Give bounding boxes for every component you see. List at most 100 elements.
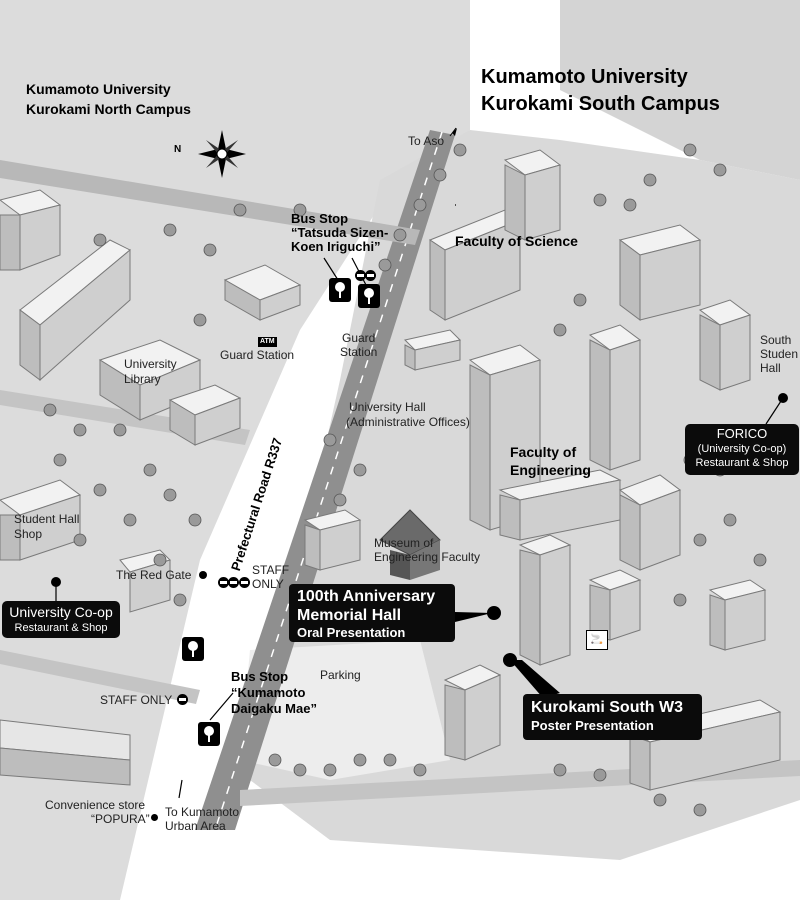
- tree-icon: [353, 463, 367, 477]
- tree-icon: [53, 453, 67, 467]
- tree-icon: [683, 143, 697, 157]
- barrier-icon: [228, 577, 239, 588]
- tree-icon: [93, 233, 107, 247]
- tree-icon: [43, 403, 57, 417]
- to-aso-label: To Aso: [408, 134, 445, 148]
- tree-icon: [173, 593, 187, 607]
- tree-icon: [163, 488, 177, 502]
- staff-only-west-label: STAFF ONLY: [100, 693, 173, 707]
- tree-icon: [553, 323, 567, 337]
- road-r337: [195, 130, 455, 830]
- bus-stop-sign-icon[interactable]: [182, 637, 204, 661]
- parking-label: Parking: [320, 668, 361, 682]
- tree-icon: [153, 553, 167, 567]
- tree-icon: [553, 763, 567, 777]
- w3-callout[interactable]: Kurokami South W3 Poster Presentation: [523, 694, 702, 740]
- faculty-engineering-line1: Faculty of: [510, 444, 577, 460]
- no-entry-icon: [177, 694, 188, 705]
- red-gate-marker: [199, 571, 207, 579]
- tree-icon: [693, 533, 707, 547]
- tree-icon: [723, 513, 737, 527]
- memorial-hall-callout-line3: Oral Presentation: [297, 625, 406, 640]
- bus-stop-sign-icon[interactable]: [198, 722, 220, 746]
- tree-icon: [378, 258, 392, 272]
- guard-station-east-line2: Station: [340, 345, 378, 359]
- to-kumamoto-label-line2: Urban Area: [165, 819, 226, 833]
- no-entry-icon: [239, 577, 250, 588]
- to-aso-arrow-line: [449, 127, 457, 137]
- faculty-engineering-line2: Engineering: [510, 462, 591, 478]
- tree-icon: [573, 293, 587, 307]
- bus-stop-north-line2: “Tatsuda Sizen-: [291, 225, 389, 240]
- tree-icon: [643, 173, 657, 187]
- red-gate-label: The Red Gate: [116, 568, 192, 582]
- tree-icon: [188, 513, 202, 527]
- memorial-hall-callout-line1: 100th Anniversary: [297, 588, 436, 605]
- staff-only-east-line1: STAFF: [252, 563, 290, 577]
- south-campus-title-line1: Kumamoto University: [481, 66, 688, 88]
- bus-stop-south-line3: Daigaku Mae”: [231, 701, 317, 716]
- memorial-hall-callout[interactable]: 100th Anniversary Memorial Hall Oral Pre…: [289, 584, 455, 642]
- tree-icon: [383, 753, 397, 767]
- bus-stop-south-line2: “Kumamoto: [231, 685, 306, 700]
- compass-rose-icon: [198, 130, 246, 178]
- guard-station-east-line1: Guard: [342, 331, 376, 345]
- atm-icon: ATM: [258, 337, 277, 347]
- coop-marker[interactable]: [51, 577, 61, 587]
- to-kumamoto-label-line1: To Kumamoto: [165, 805, 240, 819]
- south-student-hall-line3: Hall: [760, 361, 781, 375]
- university-library-line1: University: [124, 357, 177, 371]
- tree-icon: [593, 193, 607, 207]
- north-side-road: [0, 160, 420, 245]
- bus-stop-sign-icon[interactable]: [329, 278, 351, 302]
- tree-icon: [713, 163, 727, 177]
- university-library-line2: Library: [124, 372, 161, 386]
- bus-stop-sign-icon[interactable]: [358, 284, 380, 308]
- student-hall-shop-line1: Student Hall: [14, 512, 80, 526]
- forico-marker[interactable]: [778, 393, 788, 403]
- tree-icon: [453, 143, 467, 157]
- tree-icon: [193, 313, 207, 327]
- forico-callout[interactable]: FORICO (University Co-op) Restaurant & S…: [685, 424, 799, 475]
- tree-icon: [123, 513, 137, 527]
- compass-north-letter: N: [174, 144, 182, 155]
- tree-icon: [293, 763, 307, 777]
- tree-icon: [653, 793, 667, 807]
- north-campus-title-line2: Kurokami North Campus: [26, 101, 191, 117]
- tree-icon: [323, 433, 337, 447]
- to-aso-arrow: [452, 128, 457, 136]
- tree-icon: [693, 803, 707, 817]
- bus-stop-south-line1: Bus Stop: [231, 669, 289, 684]
- tree-icon: [73, 423, 87, 437]
- student-hall-shop-line2: Shop: [14, 527, 43, 541]
- w3-marker[interactable]: [503, 653, 517, 667]
- bus-stop-north-line3: Koen Iriguchi”: [291, 239, 381, 254]
- guard-station-west-label: Guard Station: [220, 348, 295, 362]
- tree-icon: [233, 203, 247, 217]
- tree-icon: [433, 168, 447, 182]
- tree-icon: [333, 493, 347, 507]
- buildings: [0, 149, 782, 791]
- museum-line2: Engineering Faculty: [374, 550, 481, 564]
- staff-only-east-line2: ONLY: [252, 577, 284, 591]
- tree-icon: [93, 483, 107, 497]
- tree-icon: [673, 593, 687, 607]
- university-hall-line1: University Hall: [349, 400, 426, 414]
- coop-callout[interactable]: University Co-op Restaurant & Shop: [2, 601, 120, 638]
- memorial-hall-callout-line2: Memorial Hall: [297, 607, 402, 624]
- forico-callout-line3: Restaurant & Shop: [695, 457, 789, 469]
- leader-lines: [55, 204, 784, 799]
- bus-stop-north-line1: Bus Stop: [291, 211, 349, 226]
- memorial-hall-marker[interactable]: [487, 606, 501, 620]
- tree-icon: [593, 768, 607, 782]
- tree-icon: [268, 753, 282, 767]
- tree-icon: [323, 763, 337, 777]
- south-student-hall-line2: Studen: [760, 347, 799, 361]
- parking-lot: [240, 640, 450, 780]
- barrier-icon: [365, 270, 376, 281]
- tree-icon: [113, 423, 127, 437]
- barrier-icon: [218, 577, 229, 588]
- forico-callout-line2: (University Co-op): [697, 443, 787, 455]
- road-centerline: [214, 131, 443, 831]
- tree-icon: [413, 763, 427, 777]
